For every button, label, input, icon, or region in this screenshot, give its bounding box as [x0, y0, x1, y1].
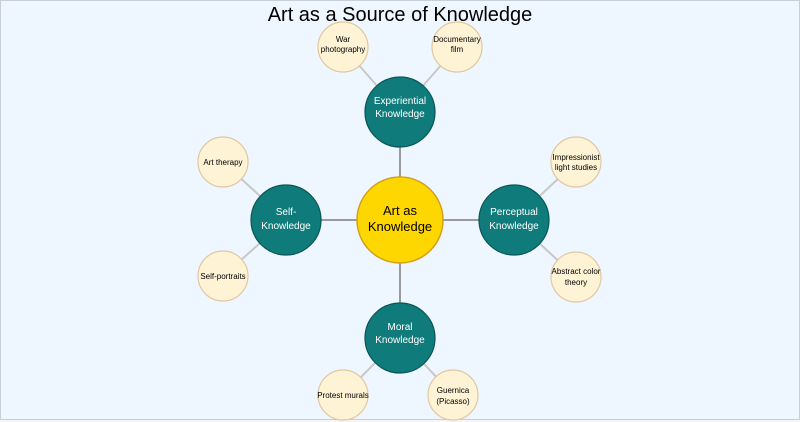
hub-label: Knowledge — [261, 221, 311, 232]
hub-label: Knowledge — [375, 109, 425, 120]
leaf-label: film — [451, 45, 464, 54]
center-label: Art as — [383, 203, 417, 218]
leaf-art-therapy: Art therapy — [197, 136, 249, 188]
leaf-protest-murals: Protest murals — [317, 369, 369, 421]
leaf-self-portraits: Self-portraits — [197, 250, 249, 302]
leaf-guernica: Guernica (Picasso) — [427, 369, 479, 421]
leaf-label: Documentary — [433, 35, 481, 44]
leaf-war-photography: War photography — [317, 21, 369, 73]
hub-self-knowledge: Self- Knowledge — [250, 184, 322, 256]
hub-perceptual-knowledge: Perceptual Knowledge — [478, 184, 550, 256]
leaf-label: photography — [321, 45, 365, 54]
hub-label: Experiential — [374, 96, 426, 107]
diagram-title: Art as a Source of Knowledge — [267, 4, 533, 26]
leaf-label: Impressionist — [552, 153, 600, 162]
leaf-label: Protest murals — [317, 391, 369, 400]
hub-label: Knowledge — [489, 221, 539, 232]
leaf-label: Abstract color — [552, 267, 601, 276]
center-node-art-as-knowledge: Art as Knowledge — [356, 176, 444, 264]
hub-links — [321, 147, 479, 303]
leaf-label: theory — [565, 278, 587, 287]
hub-moral-knowledge: Moral Knowledge — [364, 302, 436, 374]
hub-experiential-knowledge: Experiential Knowledge — [364, 76, 436, 148]
leaf-label: light studies — [555, 163, 597, 172]
hub-label: Moral — [387, 322, 412, 333]
leaf-label: Self-portraits — [200, 272, 245, 281]
leaf-label: War — [336, 35, 351, 44]
hub-label: Perceptual — [490, 207, 538, 218]
leaf-label: Art therapy — [203, 158, 242, 167]
leaf-label: Guernica — [437, 386, 470, 395]
leaf-impressionist-light-studies: Impressionist light studies — [550, 136, 602, 188]
hub-label: Self- — [276, 207, 297, 218]
leaf-label: (Picasso) — [436, 397, 470, 406]
leaf-documentary-film: Documentary film — [431, 21, 483, 73]
leaf-abstract-color-theory: Abstract color theory — [550, 251, 602, 303]
center-label: Knowledge — [368, 219, 432, 234]
hub-label: Knowledge — [375, 335, 425, 346]
